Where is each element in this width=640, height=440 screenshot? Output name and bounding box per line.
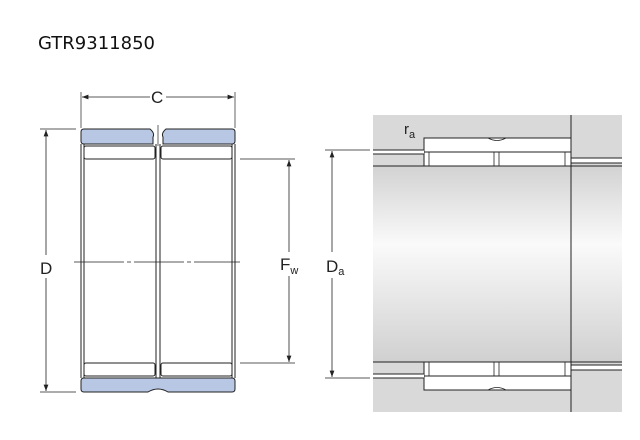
bearing-section-view (40, 92, 295, 393)
mounting-view (325, 115, 622, 412)
roller (160, 362, 233, 377)
label-c: C (151, 88, 163, 107)
roller (83, 145, 156, 160)
product-title: GTR9311850 (38, 33, 155, 54)
label-fw: Fw (280, 255, 298, 277)
outer-ring-top (80, 128, 236, 145)
outer-ring-bottom (80, 377, 236, 393)
shaft (373, 166, 622, 362)
label-d: D (40, 259, 52, 278)
label-da: Da (326, 257, 345, 278)
label-ra: ra (404, 121, 416, 141)
roller (83, 362, 156, 377)
roller (160, 145, 233, 160)
